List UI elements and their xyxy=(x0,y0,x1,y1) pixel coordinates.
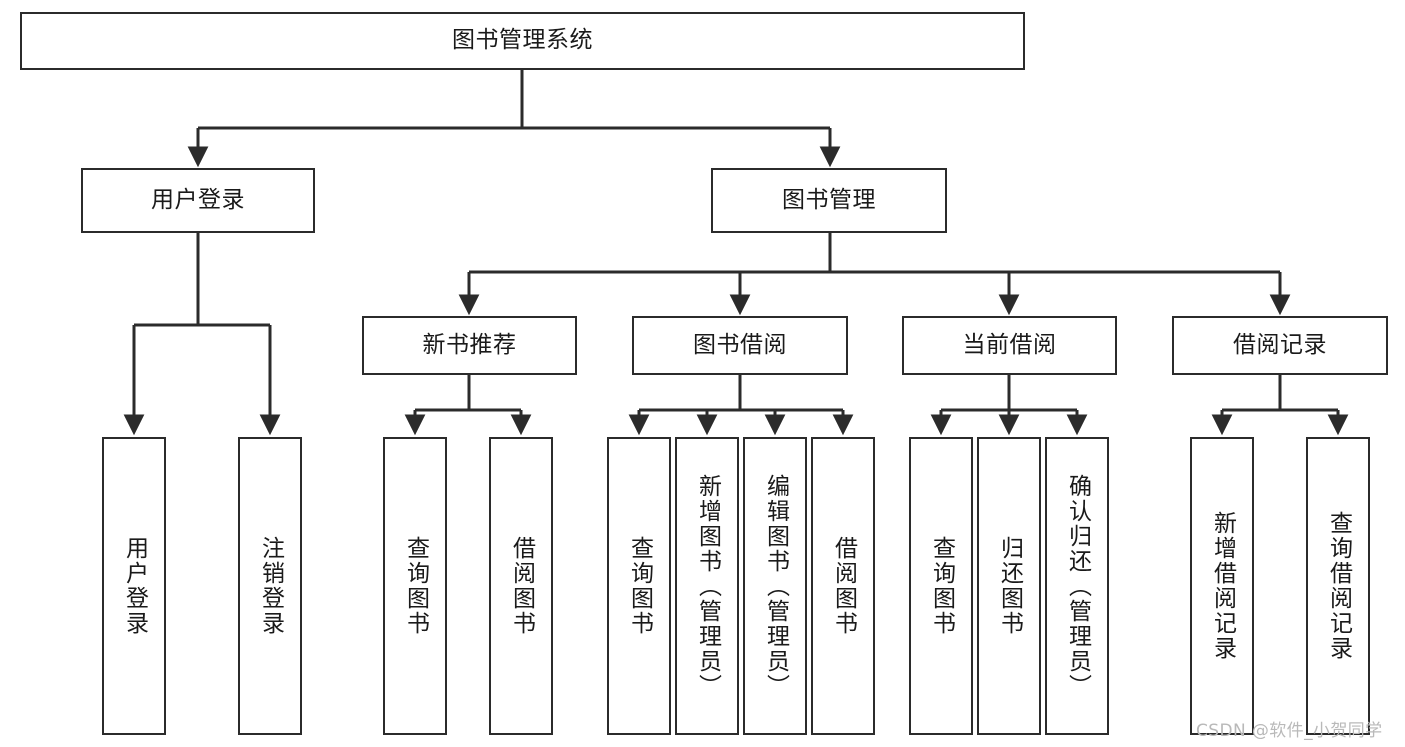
node-leaf-logout-login[interactable]: 注销登录 xyxy=(238,437,302,735)
node-leaf-query-book-1[interactable]: 查询图书 xyxy=(383,437,447,735)
node-leaf-borrow-book-1-label: 借阅图书 xyxy=(508,536,535,636)
node-leaf-query-book-2-label: 查询图书 xyxy=(626,536,653,636)
node-borrow-record[interactable]: 借阅记录 xyxy=(1172,316,1388,375)
node-leaf-logout-login-label: 注销登录 xyxy=(257,536,284,636)
node-book-management-label: 图书管理 xyxy=(782,186,876,213)
node-leaf-edit-book[interactable]: 编辑图书（管理员） xyxy=(743,437,807,735)
node-current-borrow-label: 当前借阅 xyxy=(962,331,1057,358)
node-leaf-confirm-return-label: 确认归还（管理员） xyxy=(1064,473,1091,699)
node-leaf-query-record[interactable]: 查询借阅记录 xyxy=(1306,437,1370,735)
node-current-borrow[interactable]: 当前借阅 xyxy=(902,316,1117,375)
node-user-login[interactable]: 用户登录 xyxy=(81,168,315,233)
node-user-login-label: 用户登录 xyxy=(151,186,245,213)
node-leaf-confirm-return[interactable]: 确认归还（管理员） xyxy=(1045,437,1109,735)
node-leaf-borrow-book-2[interactable]: 借阅图书 xyxy=(811,437,875,735)
node-root[interactable]: 图书管理系统 xyxy=(20,12,1025,70)
node-book-borrow-label: 图书借阅 xyxy=(693,331,787,358)
node-book-management[interactable]: 图书管理 xyxy=(711,168,947,233)
node-borrow-record-label: 借阅记录 xyxy=(1233,331,1327,358)
node-leaf-edit-book-label: 编辑图书（管理员） xyxy=(762,473,789,699)
node-leaf-add-book[interactable]: 新增图书（管理员） xyxy=(675,437,739,735)
node-leaf-add-book-label: 新增图书（管理员） xyxy=(694,473,721,699)
node-leaf-query-record-label: 查询借阅记录 xyxy=(1325,511,1352,661)
node-leaf-add-record[interactable]: 新增借阅记录 xyxy=(1190,437,1254,735)
node-book-borrow[interactable]: 图书借阅 xyxy=(632,316,848,375)
node-leaf-user-login[interactable]: 用户登录 xyxy=(102,437,166,735)
node-leaf-query-book-3[interactable]: 查询图书 xyxy=(909,437,973,735)
node-root-label: 图书管理系统 xyxy=(452,27,593,54)
node-leaf-return-book[interactable]: 归还图书 xyxy=(977,437,1041,735)
node-new-book-recommend[interactable]: 新书推荐 xyxy=(362,316,577,375)
node-leaf-query-book-2[interactable]: 查询图书 xyxy=(607,437,671,735)
node-leaf-user-login-label: 用户登录 xyxy=(121,536,148,636)
node-leaf-borrow-book-1[interactable]: 借阅图书 xyxy=(489,437,553,735)
node-leaf-return-book-label: 归还图书 xyxy=(996,536,1023,636)
node-leaf-query-book-3-label: 查询图书 xyxy=(928,536,955,636)
node-leaf-query-book-1-label: 查询图书 xyxy=(402,536,429,636)
node-leaf-add-record-label: 新增借阅记录 xyxy=(1209,511,1236,661)
node-leaf-borrow-book-2-label: 借阅图书 xyxy=(830,536,857,636)
node-new-book-recommend-label: 新书推荐 xyxy=(422,331,517,358)
